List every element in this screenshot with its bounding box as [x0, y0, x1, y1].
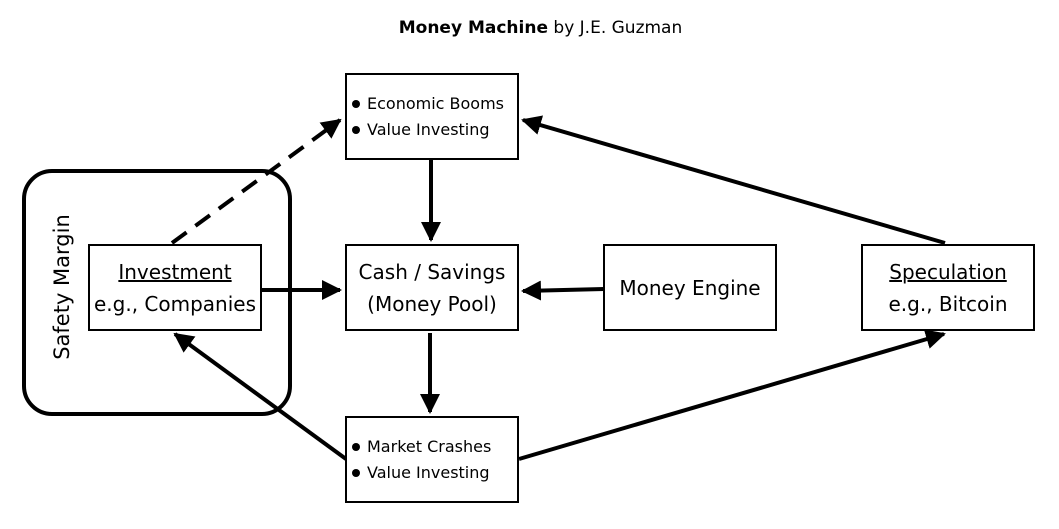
node-investment: Investment e.g., Companies [88, 244, 262, 331]
node-booms: Economic Booms Value Investing [345, 73, 519, 160]
edge-engine-to-cash [521, 280, 605, 301]
node-crashes: Market Crashes Value Investing [345, 416, 519, 503]
diagram-title: Money Machine by J.E. Guzman [0, 18, 1059, 38]
bullet-item: Value Investing [352, 117, 517, 143]
booms-item-2: Value Investing [367, 119, 490, 139]
edge-crashes-to-investment [173, 332, 348, 461]
node-speculation: Speculation e.g., Bitcoin [861, 244, 1035, 331]
title-main: Money Machine [398, 18, 548, 38]
bullet-dot-icon [352, 468, 360, 477]
engine-label: Money Engine [619, 275, 761, 300]
bullet-item: Economic Booms [352, 91, 517, 117]
bullet-dot-icon [352, 99, 360, 108]
bullet-dot-icon [352, 125, 360, 134]
bullet-item: Value Investing [352, 460, 517, 486]
booms-item-1: Economic Booms [367, 93, 505, 113]
edge-investment-to-booms [170, 118, 342, 245]
crashes-item-2: Value Investing [367, 462, 490, 482]
edge-crashes-to-speculation [518, 329, 946, 461]
investment-heading: Investment [118, 259, 232, 284]
cash-line-1: Cash / Savings [358, 259, 506, 284]
node-cash: Cash / Savings (Money Pool) [345, 244, 519, 331]
investment-example: e.g., Companies [93, 291, 257, 316]
safety-margin-frame [22, 169, 292, 416]
speculation-example: e.g., Bitcoin [888, 291, 1008, 316]
crashes-item-1: Market Crashes [367, 436, 492, 456]
title-byline: by J.E. Guzman [553, 18, 683, 38]
node-money-engine: Money Engine [603, 244, 777, 331]
speculation-heading: Speculation [889, 259, 1007, 284]
safety-margin-label: Safety Margin [50, 214, 74, 360]
edge-speculation-to-booms [521, 115, 946, 245]
cash-line-2: (Money Pool) [367, 291, 497, 316]
bullet-item: Market Crashes [352, 434, 517, 460]
bullet-dot-icon [352, 442, 360, 451]
